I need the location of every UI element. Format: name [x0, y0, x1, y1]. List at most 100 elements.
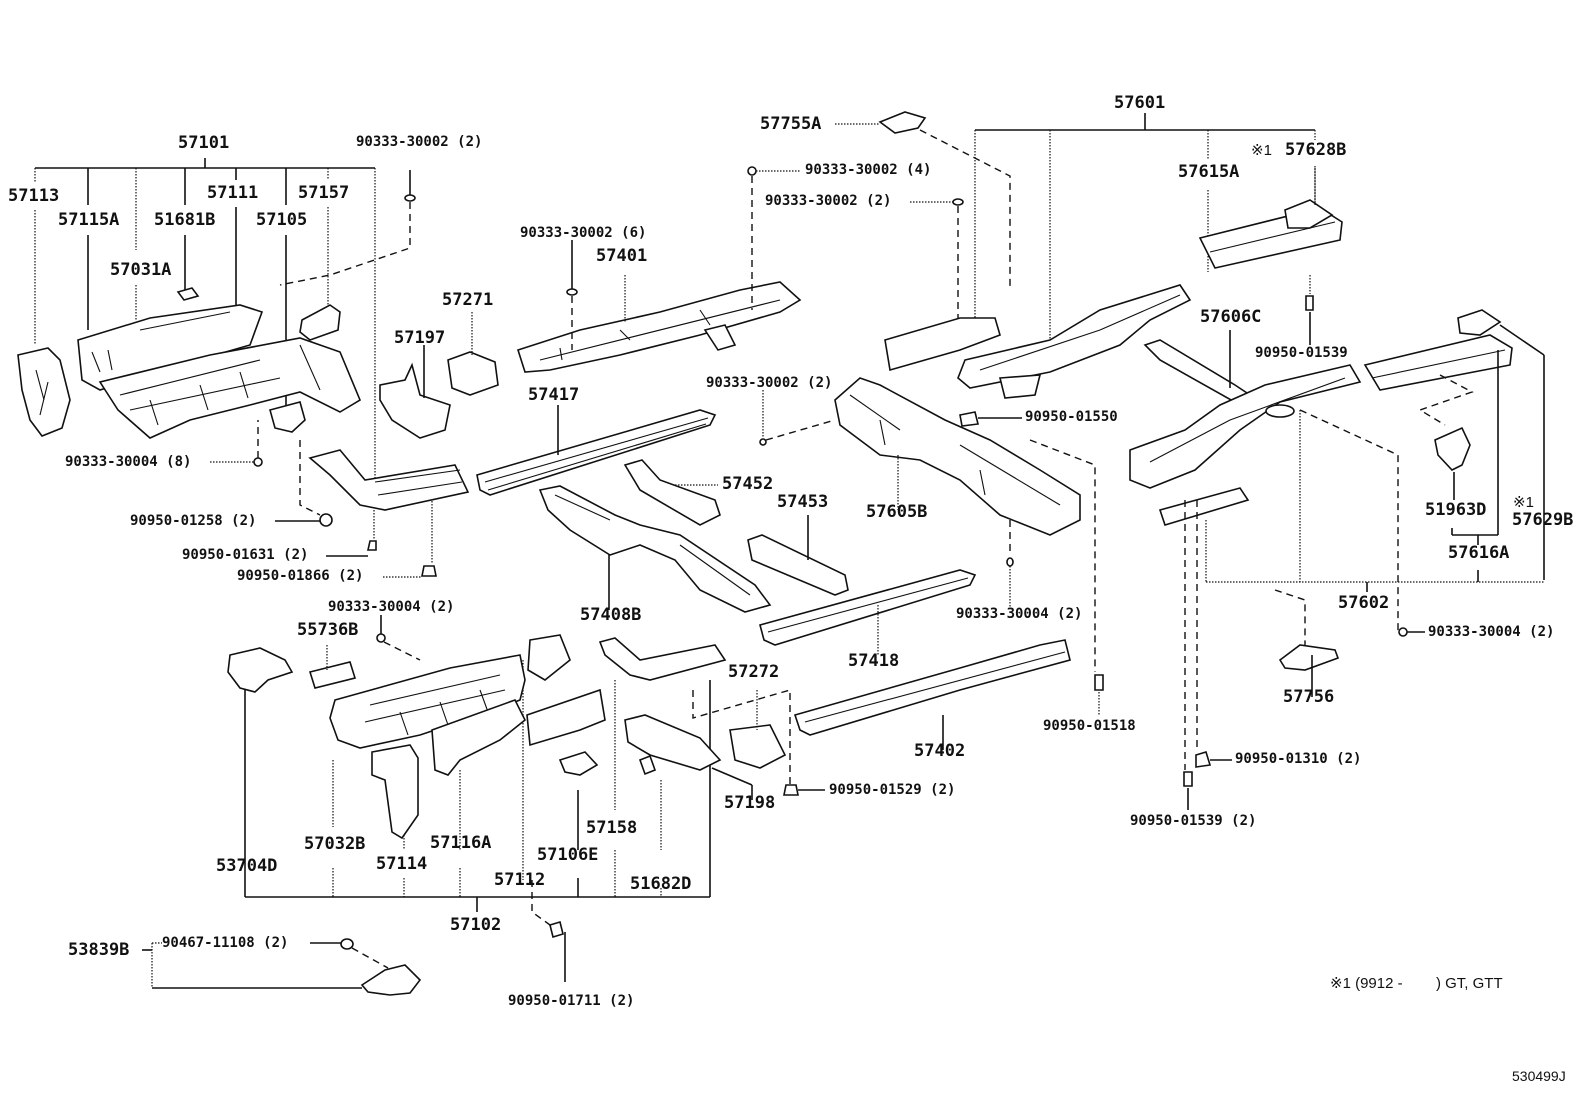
label-51682D: 51682D [630, 874, 692, 894]
plug-90333-30004-front-icon [377, 634, 385, 642]
label-90950-01518: 90950-01518 [1043, 718, 1136, 734]
label-90950-01529: 90950-01529 (2) [829, 782, 956, 798]
bolt-90950-01539-lower-icon [1184, 772, 1192, 786]
label-57101: 57101 [178, 133, 230, 153]
part-57601-rail-drawing [958, 285, 1190, 388]
nut-90950-01310-icon [1196, 752, 1210, 767]
label-57111: 57111 [207, 183, 259, 203]
label-57418: 57418 [848, 651, 900, 671]
label-57417: 57417 [528, 385, 580, 405]
bolt-90950-01711-icon [550, 922, 563, 937]
footnote-applicability: ※1 (9912 - ) GT, GTT [1330, 974, 1503, 992]
label-90950-01550: 90950-01550 [1025, 409, 1118, 425]
part-51963D-drawing [1435, 428, 1470, 470]
part-57453-drawing [748, 535, 848, 595]
plug-90333-30002-icon [405, 195, 415, 201]
label-57113: 57113 [8, 186, 60, 206]
part-53704D-drawing [228, 648, 292, 692]
label-90950-01539-upper: 90950-01539 [1255, 345, 1348, 361]
bracket-57602 [1206, 350, 1544, 592]
label-57628B: 57628B [1285, 140, 1347, 160]
plug-90333-30004-icon [254, 458, 262, 466]
part-55736B-drawing [310, 662, 355, 688]
part-57272-drawing [730, 725, 785, 768]
footnote-marker-57629B: ※1 [1513, 494, 1534, 511]
part-57111-drawing [270, 402, 305, 432]
grommet-90950-01258-icon [320, 514, 332, 526]
plug-90333-30002-4-icon [748, 167, 756, 175]
part-57401-drawing [518, 282, 800, 372]
part-57755A-drawing [880, 112, 925, 133]
part-57606C-drawing [1145, 340, 1250, 405]
part-57112-drawing [527, 690, 605, 745]
label-57401: 57401 [596, 246, 648, 266]
label-90950-01866: 90950-01866 (2) [237, 568, 364, 584]
label-57114: 57114 [376, 854, 428, 874]
label-51681B: 51681B [154, 210, 216, 230]
label-90950-01711: 90950-01711 (2) [508, 993, 635, 1009]
plug-90333-30002-2b-icon [953, 199, 963, 205]
label-57402: 57402 [914, 741, 966, 761]
part-57198-drawing [625, 715, 720, 770]
bolt-90950-01539-upper-icon [1306, 296, 1313, 310]
part-57106E-drawing [528, 635, 570, 680]
bracket-53839B [142, 943, 362, 988]
label-90333-30004-2-front: 90333-30004 (2) [328, 599, 455, 615]
footnote-marker-57628B: ※1 [1251, 142, 1272, 159]
part-57105-drawing [100, 338, 360, 438]
bracket-57102 [245, 660, 710, 912]
figure-code: 530499J [1512, 1068, 1566, 1084]
part-57408B-drawing [540, 486, 770, 612]
part-57197-drawing [380, 365, 450, 438]
part-51682D-drawing [640, 756, 655, 774]
nut-90950-01866-icon [422, 566, 436, 576]
label-90333-30002-4: 90333-30002 (4) [805, 162, 932, 178]
label-57102: 57102 [450, 915, 502, 935]
label-57115A: 57115A [58, 210, 120, 230]
part-57032B-drawing [432, 700, 525, 775]
part-57417-drawing [477, 410, 715, 495]
label-57601: 57601 [1114, 93, 1166, 113]
label-57602: 57602 [1338, 593, 1390, 613]
part-57198-arm-drawing [600, 638, 725, 680]
label-55736B: 55736B [297, 620, 359, 640]
plug-90333-30002-6-icon [567, 289, 577, 295]
clip-90467-11108-icon [341, 939, 353, 949]
label-53704D: 53704D [216, 856, 278, 876]
part-57418-drawing [760, 570, 975, 645]
part-57114-drawing [372, 745, 418, 838]
part-57157-drawing [300, 305, 340, 340]
label-57272: 57272 [728, 662, 780, 682]
label-90950-01258: 90950-01258 (2) [130, 513, 257, 529]
label-90333-30002-2-center: 90333-30002 (2) [765, 193, 892, 209]
label-57157: 57157 [298, 183, 350, 203]
label-57616A: 57616A [1448, 543, 1510, 563]
part-57158-drawing [560, 752, 597, 775]
bolt-90950-01631-icon [368, 541, 376, 550]
label-90333-30004-2-rear: 90333-30004 (2) [1428, 624, 1555, 640]
footnote-text: (9912 - ) GT, GTT [1355, 975, 1503, 992]
label-90950-01310: 90950-01310 (2) [1235, 751, 1362, 767]
part-57629B-drawing [1458, 310, 1500, 335]
label-90333-30002-2-front: 90333-30002 (2) [356, 134, 483, 150]
label-57105: 57105 [256, 210, 308, 230]
part-57031A-drawing [178, 288, 198, 300]
label-57197: 57197 [394, 328, 446, 348]
part-57113-drawing [18, 348, 70, 436]
plug-90333-30004-rear-icon [1399, 628, 1407, 636]
footnote-marker: ※1 [1330, 975, 1351, 992]
label-57615A: 57615A [1178, 162, 1240, 182]
grommet-90950-01550-icon [960, 412, 978, 426]
part-57271-drawing [448, 352, 498, 395]
label-57605B: 57605B [866, 502, 928, 522]
label-90333-30004-2-center: 90333-30004 (2) [956, 606, 1083, 622]
label-57032B: 57032B [304, 834, 366, 854]
label-57271: 57271 [442, 290, 494, 310]
label-90333-30002-2-floor: 90333-30002 (2) [706, 375, 833, 391]
label-57031A: 57031A [110, 260, 172, 280]
label-57452: 57452 [722, 474, 774, 494]
label-57198: 57198 [724, 793, 776, 813]
label-57756: 57756 [1283, 687, 1335, 707]
label-57112: 57112 [494, 870, 546, 890]
